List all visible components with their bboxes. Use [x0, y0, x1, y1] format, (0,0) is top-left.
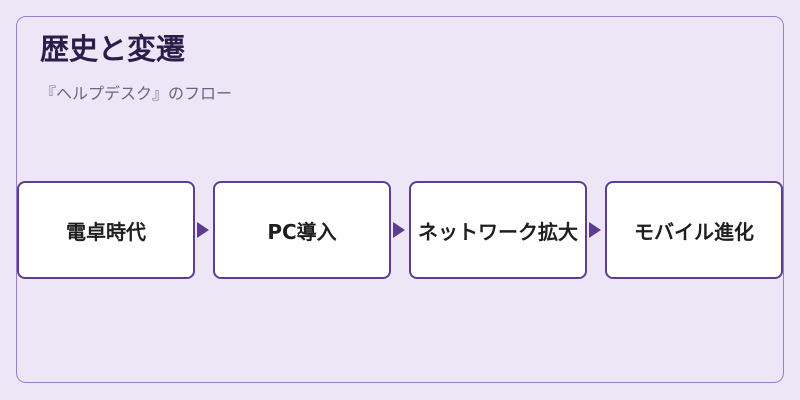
- flow-step-network-expansion: ネットワーク拡大: [409, 181, 587, 279]
- flow-step-mobile-evolution: モバイル進化: [605, 181, 783, 279]
- flow-step-calculator-era: 電卓時代: [17, 181, 195, 279]
- flow-arrow-icon: [393, 222, 405, 238]
- flow-arrow-icon: [589, 222, 601, 238]
- flow-arrow-icon: [197, 222, 209, 238]
- page-title: 歴史と変遷: [40, 32, 186, 66]
- flow-step-pc-introduction: PC導入: [213, 181, 391, 279]
- page-subtitle: 『ヘルプデスク』のフロー: [40, 84, 233, 103]
